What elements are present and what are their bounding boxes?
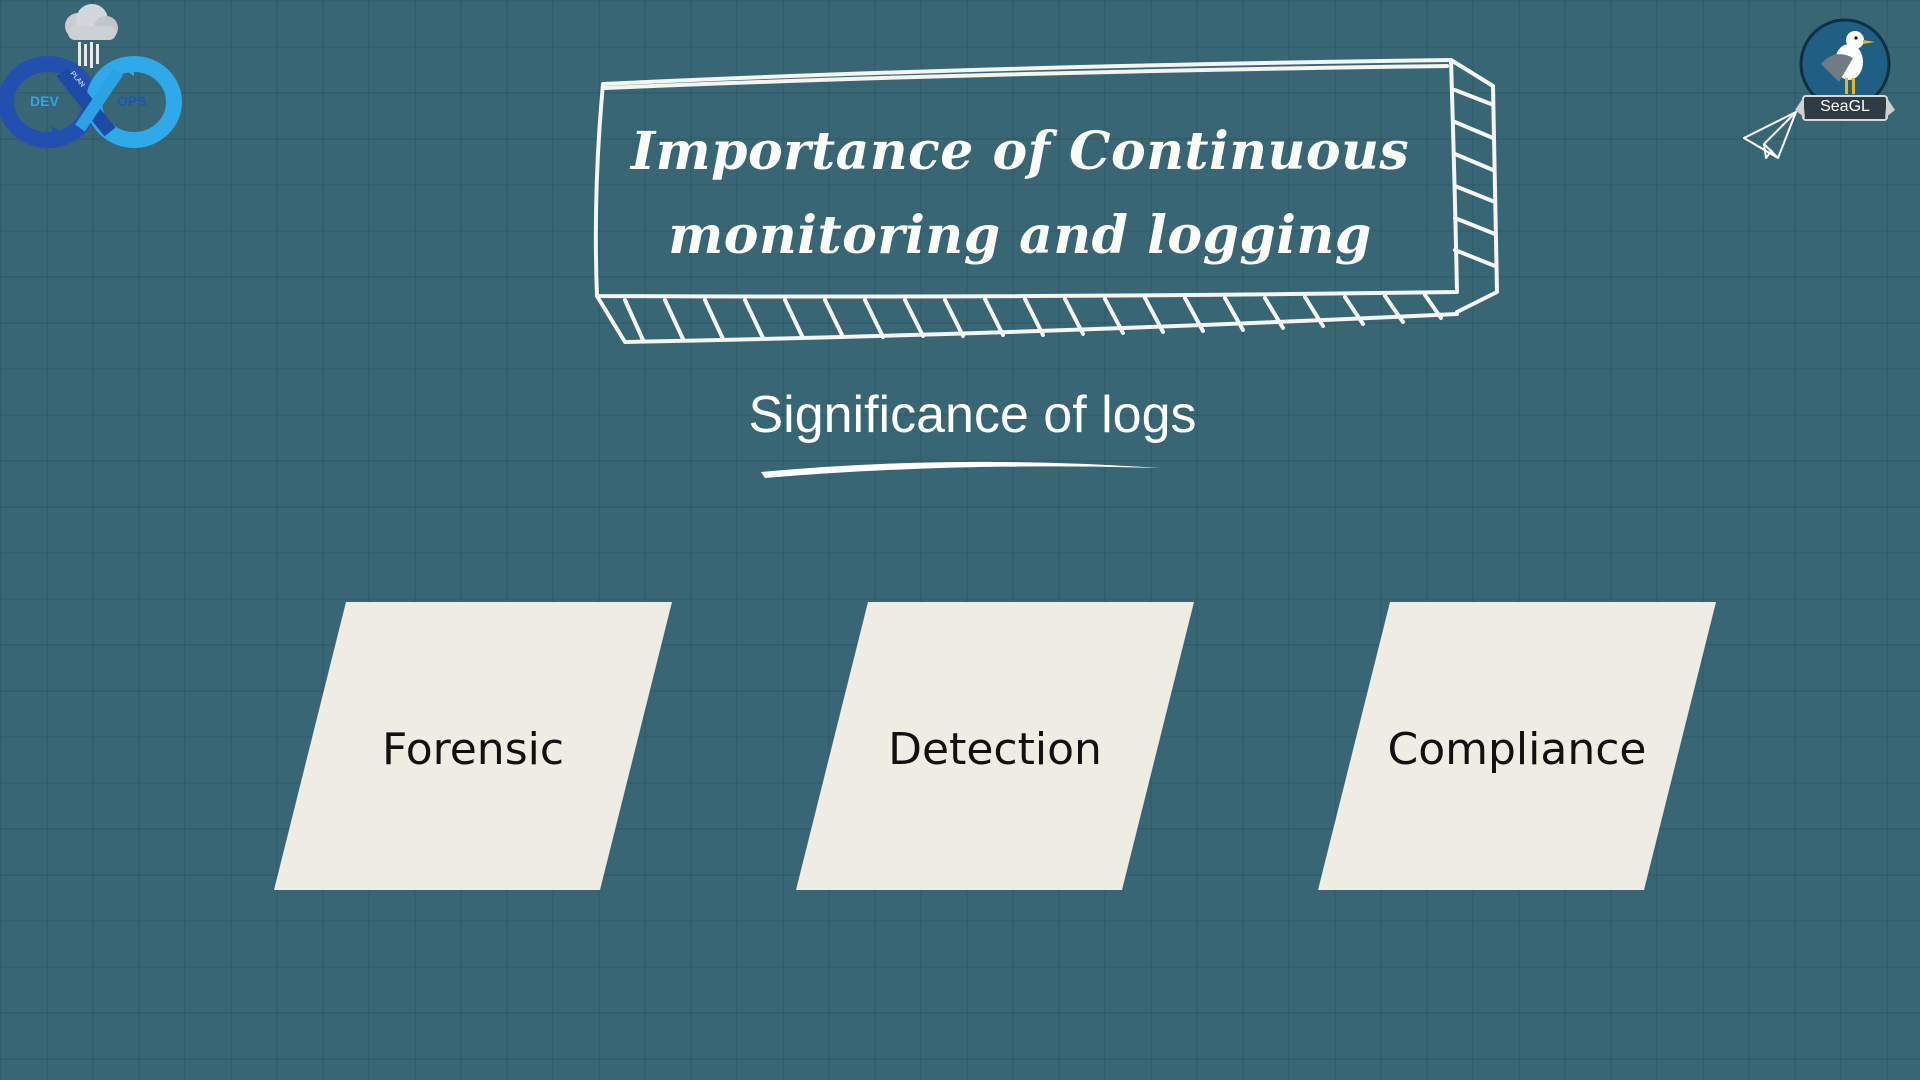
- card-label: Forensic: [381, 723, 565, 775]
- card-compliance: Compliance: [1318, 602, 1716, 890]
- slide-subtitle: Significance of logs: [748, 386, 1197, 444]
- seagl-label: SeaGL: [1820, 98, 1870, 115]
- devops-ops-label: OPS: [117, 93, 147, 109]
- card-label: Detection: [888, 723, 1102, 775]
- card-shape: [796, 602, 1194, 890]
- card-label: Compliance: [1387, 723, 1647, 775]
- slide-title: Importance of Continuous monitoring and …: [630, 121, 1410, 266]
- seagl-logo: SeaGL: [1795, 18, 1895, 128]
- card-shape: [1318, 602, 1716, 890]
- seagull-icon: [1795, 18, 1895, 121]
- card-shape: [274, 602, 672, 890]
- devops-logo: DEV OPS PLAN: [0, 0, 185, 150]
- devops-dev-label: DEV: [30, 93, 59, 109]
- cloud-icon: [65, 4, 118, 68]
- card-forensic: Forensic: [274, 602, 672, 890]
- paper-plane-icon: [1743, 111, 1797, 159]
- devops-infinity-icon: [0, 4, 182, 148]
- card-detection: Detection: [796, 602, 1194, 890]
- subtitle-underline: [761, 461, 1159, 478]
- title-box-frame: [593, 58, 1499, 344]
